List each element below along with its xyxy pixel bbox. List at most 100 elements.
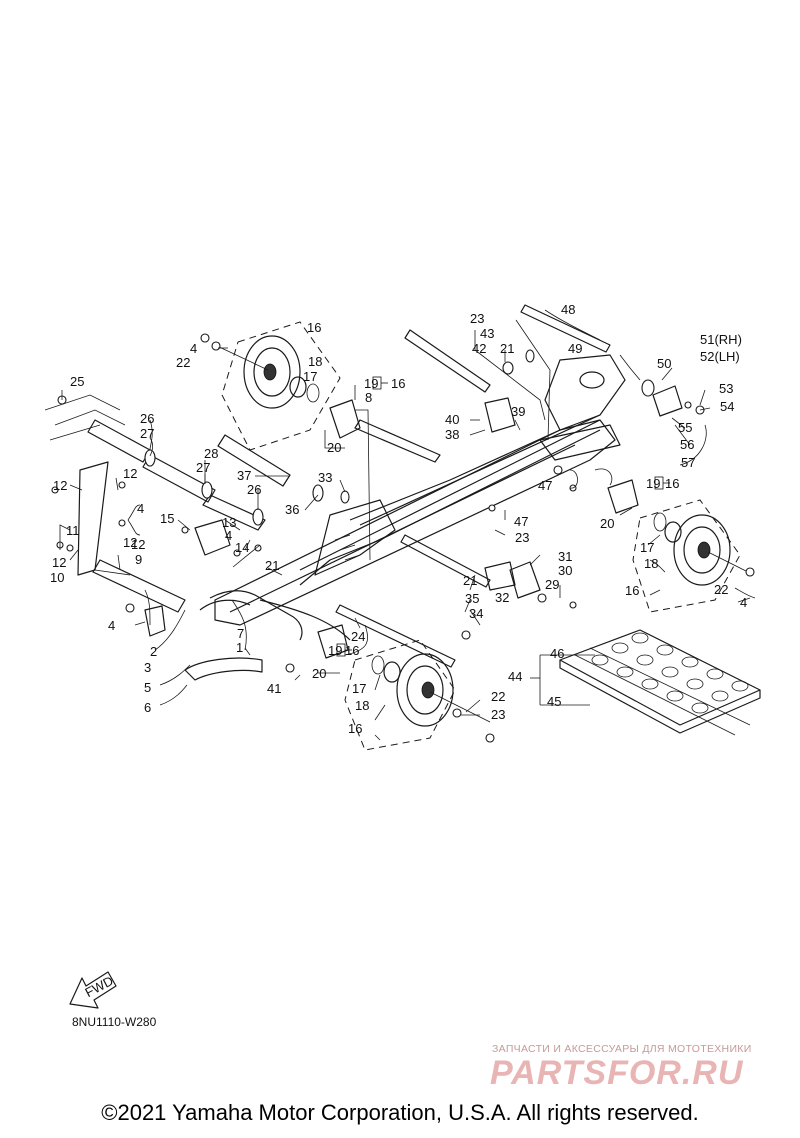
callout-c24: 24 — [351, 629, 365, 644]
callout-c6: 6 — [144, 700, 151, 715]
callout-c16d: 16 — [625, 583, 639, 598]
shafts — [87, 304, 611, 668]
callout-c2: 2 — [150, 644, 157, 659]
callout-c23b: 23 — [515, 530, 529, 545]
idler-wheel-right — [632, 499, 749, 613]
callout-c25: 25 — [70, 374, 84, 389]
callout-c21a: 21 — [500, 341, 514, 356]
callout-c10: 10 — [50, 570, 64, 585]
copyright-notice: ©2021 Yamaha Motor Corporation, U.S.A. A… — [101, 1100, 699, 1125]
callout-c5: 5 — [144, 680, 151, 695]
callout-c40: 40 — [445, 412, 459, 427]
slide-rail-assembly — [214, 354, 626, 641]
callout-c34: 34 — [469, 606, 483, 621]
callout-c12b: 12 — [53, 478, 67, 493]
callout-c23c: 23 — [491, 707, 505, 722]
callout-c27b: 27 — [196, 460, 210, 475]
callout-c4b: 4 — [137, 501, 144, 516]
callout-c17c: 17 — [352, 681, 366, 696]
fwd-arrow-icon: FWD — [69, 971, 117, 1009]
detail-sketch-top-left — [44, 394, 126, 441]
callout-c22b: 22 — [714, 582, 728, 597]
callout-c35: 35 — [465, 591, 479, 606]
callout-c8: 8 — [365, 390, 372, 405]
callout-c14: 14 — [235, 540, 249, 555]
callout-c16c: 16 — [665, 476, 679, 491]
callout-c36: 36 — [285, 502, 299, 517]
callout-c44: 44 — [508, 669, 522, 684]
callout-c17b: 17 — [640, 540, 654, 555]
callout-c20a: 20 — [327, 440, 341, 455]
callout-c16f: 16 — [348, 721, 362, 736]
callout-c11: 11 — [66, 523, 80, 538]
callout-c26b: 26 — [247, 482, 261, 497]
callout-c53: 53 — [719, 381, 733, 396]
callout-c12a: 12 — [123, 466, 137, 481]
shaft-collars — [144, 349, 655, 526]
callout-c3: 3 — [144, 660, 151, 675]
callout-c16e: 16 — [345, 643, 359, 658]
callout-c4d: 4 — [108, 618, 115, 633]
callout-c27a: 27 — [140, 426, 154, 441]
leader-lines — [59, 309, 756, 741]
callout-c19b: 19 — [646, 476, 660, 491]
callout-c54: 54 — [720, 399, 734, 414]
callout-c7: 7 — [237, 626, 244, 641]
callout-c19a: 19 — [364, 376, 378, 391]
diagram-code: 8NU1110-W280 — [72, 1015, 157, 1029]
callout-c55: 55 — [678, 420, 692, 435]
callout-c1: 1 — [236, 640, 243, 655]
callout-c22a: 22 — [176, 355, 190, 370]
callout-c33: 33 — [318, 470, 332, 485]
callout-c31: 31 — [558, 549, 572, 564]
track-guide-rail — [184, 590, 303, 681]
callout-c52: 52(LH) — [700, 349, 740, 364]
callout-c16b: 16 — [391, 376, 405, 391]
callout-c51: 51(RH) — [700, 332, 742, 347]
callout-labels: 1234444456789101112121212121314151616161… — [50, 302, 747, 736]
callout-c47a: 47 — [538, 478, 552, 493]
callout-c30: 30 — [558, 563, 572, 578]
callout-c17a: 17 — [303, 369, 317, 384]
track-belt — [559, 629, 761, 736]
callout-c39: 39 — [511, 404, 525, 419]
callout-c12e: 12 — [131, 537, 145, 552]
callout-c57: 57 — [681, 455, 695, 470]
callout-c16a: 16 — [307, 320, 321, 335]
callout-c20b: 20 — [600, 516, 614, 531]
callout-c21c: 21 — [463, 573, 477, 588]
callout-c41: 41 — [267, 681, 281, 696]
callout-c4c: 4 — [225, 528, 232, 543]
callout-c29: 29 — [545, 577, 559, 592]
callout-c4e: 4 — [740, 595, 747, 610]
callout-c50: 50 — [657, 356, 671, 371]
callout-c47b: 47 — [514, 514, 528, 529]
watermark-brand: PARTSFOR.RU — [490, 1054, 744, 1092]
callout-c12d: 12 — [52, 555, 66, 570]
callout-c28: 28 — [204, 446, 218, 461]
callout-c23a: 23 — [470, 311, 484, 326]
callout-c32: 32 — [495, 590, 509, 605]
callout-c4a: 4 — [190, 341, 197, 356]
callout-c18a: 18 — [308, 354, 322, 369]
callout-c56: 56 — [680, 437, 694, 452]
callout-c19c: 19 — [328, 643, 342, 658]
idler-wheel-bottom — [344, 639, 491, 751]
callout-c42: 42 — [472, 341, 486, 356]
callout-c26a: 26 — [140, 411, 154, 426]
callout-c15: 15 — [160, 511, 174, 526]
watermark-tagline: ЗАПЧАСТИ И АКСЕССУАРЫ ДЛЯ МОТОТЕХНИКИ — [492, 1043, 752, 1055]
callout-c43: 43 — [480, 326, 494, 341]
callout-c37: 37 — [237, 468, 251, 483]
callout-c12c: 12 — [123, 535, 137, 550]
fwd-label: FWD — [82, 973, 115, 1000]
callout-c21b: 21 — [265, 558, 279, 573]
brackets — [77, 385, 683, 659]
callout-c46: 46 — [550, 646, 564, 661]
callout-c45: 45 — [547, 694, 561, 709]
callout-c9: 9 — [135, 552, 142, 567]
callout-c49: 49 — [568, 341, 582, 356]
callout-c18b: 18 — [644, 556, 658, 571]
callout-c13: 13 — [222, 515, 236, 530]
